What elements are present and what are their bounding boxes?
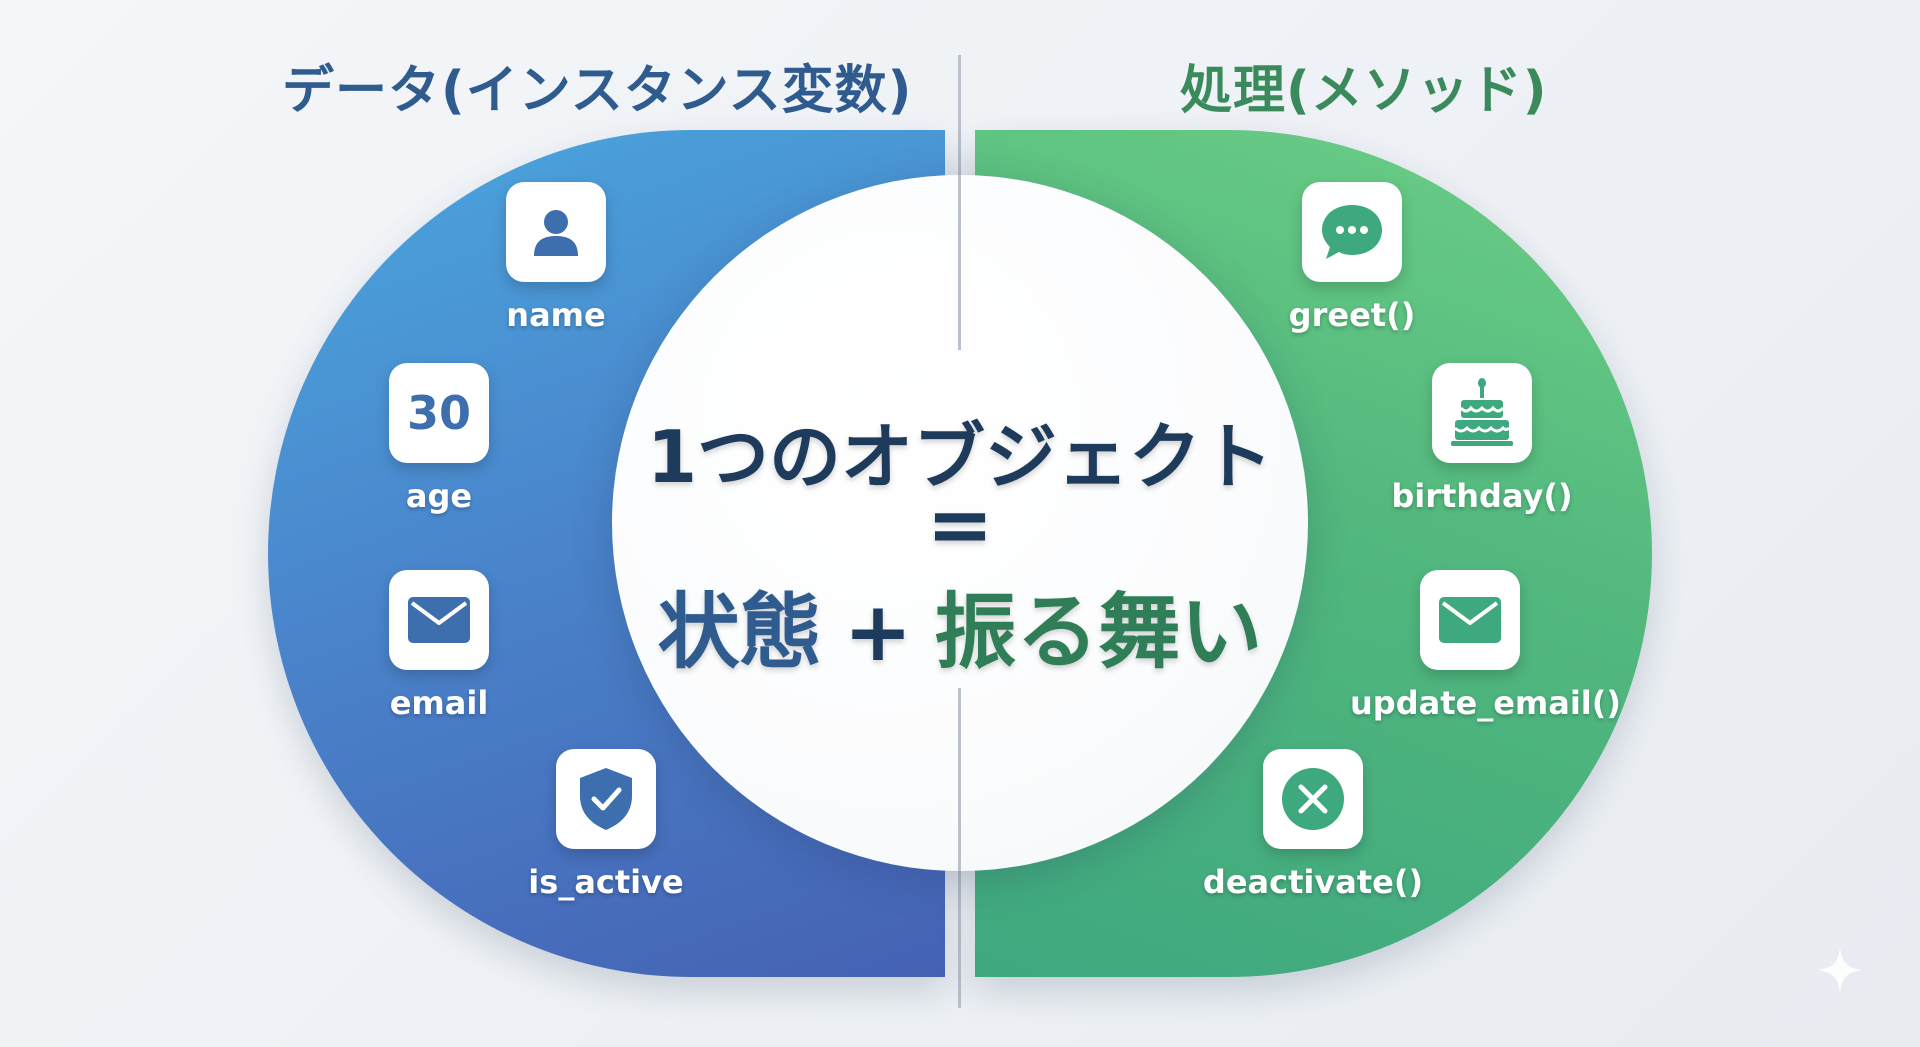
data-item-name: name xyxy=(436,182,676,334)
envelope-icon xyxy=(389,570,489,670)
method-item-birthday: birthday() xyxy=(1362,363,1602,515)
equation-line: 状態+振る舞い xyxy=(612,565,1308,684)
center-divider-bottom xyxy=(958,688,961,871)
method-item-deactivate: deactivate() xyxy=(1193,749,1433,901)
behavior-text: 振る舞い xyxy=(934,585,1263,680)
data-item-label: is_active xyxy=(528,863,684,901)
data-item-email: email xyxy=(319,570,559,722)
cake-icon xyxy=(1432,363,1532,463)
data-item-is-active: is_active xyxy=(486,749,726,901)
method-item-update-email: update_email() xyxy=(1350,570,1622,722)
data-item-label: age xyxy=(405,477,473,515)
sparkle-icon xyxy=(1817,947,1863,993)
equals-sign: = xyxy=(926,478,994,571)
data-item-label: name xyxy=(506,296,606,334)
center-divider-top xyxy=(958,175,961,350)
number-badge: 30 xyxy=(389,363,489,463)
chat-bubble-icon xyxy=(1302,182,1402,282)
method-item-label: greet() xyxy=(1288,296,1416,334)
method-heading: 処理(メソッド) xyxy=(1180,61,1548,121)
shield-check-icon xyxy=(556,749,656,849)
object-title: 1つのオブジェクト xyxy=(646,415,1274,499)
method-item-label: deactivate() xyxy=(1202,863,1424,901)
age-number: 30 xyxy=(406,386,471,440)
user-icon xyxy=(506,182,606,282)
method-item-label: birthday() xyxy=(1391,477,1573,515)
state-text: 状態 xyxy=(657,585,822,680)
close-circle-icon xyxy=(1263,749,1363,849)
method-item-greet: greet() xyxy=(1232,182,1472,334)
data-item-age: 30 age xyxy=(319,363,559,515)
envelope-icon xyxy=(1420,570,1520,670)
plus-sign: + xyxy=(843,585,913,680)
method-item-label: update_email() xyxy=(1350,684,1622,722)
data-item-label: email xyxy=(389,684,489,722)
data-heading: データ(インスタンス変数) xyxy=(282,61,913,121)
